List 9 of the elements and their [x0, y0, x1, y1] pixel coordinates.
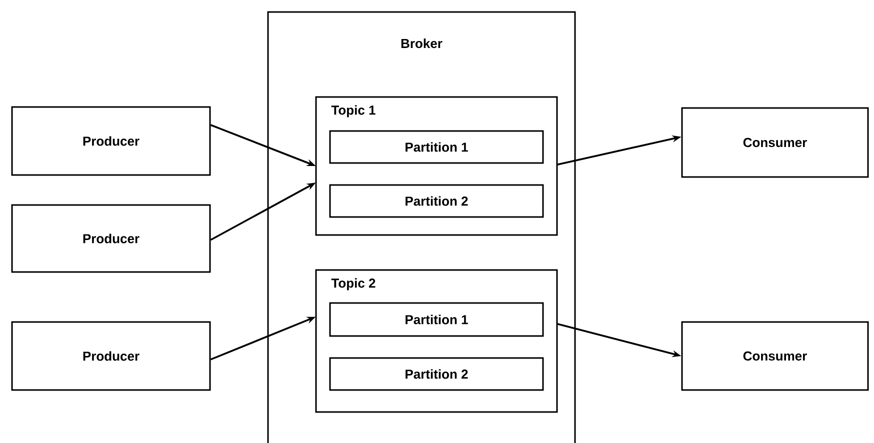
consumer-box: Consumer	[681, 107, 869, 178]
producer-box: Producer	[11, 204, 211, 273]
partition-box: Partition 2	[329, 357, 544, 391]
partition-box: Partition 1	[329, 302, 544, 337]
consumer-box: Consumer	[681, 321, 869, 391]
producer-box: Producer	[11, 321, 211, 391]
partition-box: Partition 1	[329, 130, 544, 164]
partition-box: Partition 2	[329, 184, 544, 218]
producer-box: Producer	[11, 106, 211, 176]
